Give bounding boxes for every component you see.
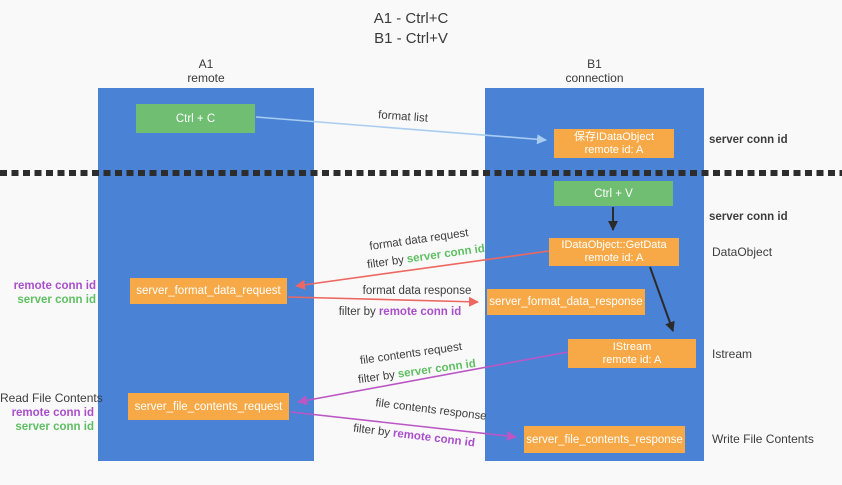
node-ctrl-c: Ctrl + C bbox=[136, 104, 255, 133]
side-label-server-conn-id-file: server conn id bbox=[15, 421, 94, 433]
arrow-format-data-response bbox=[287, 296, 479, 307]
node-idataobject-getdata: IDataObject::GetData remote id: A bbox=[549, 238, 679, 266]
node-idataobject-getdata-line1: IDataObject::GetData bbox=[561, 239, 667, 251]
node-istream-line2: remote id: A bbox=[602, 353, 662, 366]
column-header-a1: A1 remote bbox=[98, 57, 314, 85]
side-label-remote-conn-id-file: remote conn id bbox=[11, 407, 94, 419]
title-line-2: B1 - Ctrl+V bbox=[374, 30, 448, 47]
edge-label-format-data-response: format data response bbox=[362, 285, 472, 297]
left-label-group-file: remote conn id server conn id bbox=[0, 406, 94, 434]
side-label-istream: Istream bbox=[712, 347, 753, 361]
node-save-idataobject-line2: remote id: A bbox=[584, 143, 644, 156]
side-label-read-file-contents: Read File Contents bbox=[0, 391, 103, 405]
node-idataobject-getdata-line2: remote id: A bbox=[584, 252, 644, 264]
side-label-server-conn-id-top: server conn id bbox=[709, 134, 788, 146]
side-label-server-conn-id-mid: server conn id bbox=[709, 211, 788, 223]
column-b1-subtitle: connection bbox=[565, 71, 624, 85]
node-ctrl-c-label: Ctrl + C bbox=[175, 112, 216, 125]
edge-label-file-contents-response: file contents response bbox=[374, 397, 488, 423]
node-server-file-contents-response-label: server_file_contents_response bbox=[526, 433, 683, 446]
node-ctrl-v-label: Ctrl + V bbox=[594, 187, 633, 200]
side-label-write-file-contents: Write File Contents bbox=[712, 432, 814, 446]
side-label-server-conn-id-format: server conn id bbox=[17, 294, 96, 306]
side-label-dataobject: DataObject bbox=[712, 245, 773, 259]
node-server-format-data-request: server_format_data_request bbox=[130, 278, 287, 304]
left-label-group-format: remote conn id server conn id bbox=[0, 279, 96, 307]
node-server-file-contents-request: server_file_contents_request bbox=[128, 393, 289, 420]
node-server-format-data-request-label: server_format_data_request bbox=[136, 285, 281, 297]
side-label-remote-conn-id-format: remote conn id bbox=[13, 280, 96, 292]
node-save-idataobject: 保存IDataObject remote id: A bbox=[554, 129, 674, 158]
node-istream-line1: IStream bbox=[612, 340, 652, 353]
node-save-idataobject-line1: 保存IDataObject bbox=[573, 130, 655, 143]
column-a1-name: A1 bbox=[198, 57, 214, 71]
column-a1-subtitle: remote bbox=[187, 71, 225, 85]
node-ctrl-v: Ctrl + V bbox=[554, 181, 673, 206]
node-server-format-data-response: server_format_data_response bbox=[487, 289, 645, 315]
node-server-file-contents-request-label: server_file_contents_request bbox=[134, 400, 283, 413]
title-line-1: A1 - Ctrl+C bbox=[373, 10, 449, 27]
edge-label-format-list: format list bbox=[377, 109, 429, 125]
node-server-file-contents-response: server_file_contents_response bbox=[524, 426, 685, 453]
diagram-title: A1 - Ctrl+C B1 - Ctrl+V bbox=[0, 9, 822, 49]
column-header-b1: B1 connection bbox=[485, 57, 704, 85]
node-server-format-data-response-label: server_format_data_response bbox=[489, 296, 643, 308]
node-istream: IStream remote id: A bbox=[568, 339, 696, 368]
column-b1-name: B1 bbox=[587, 57, 602, 71]
